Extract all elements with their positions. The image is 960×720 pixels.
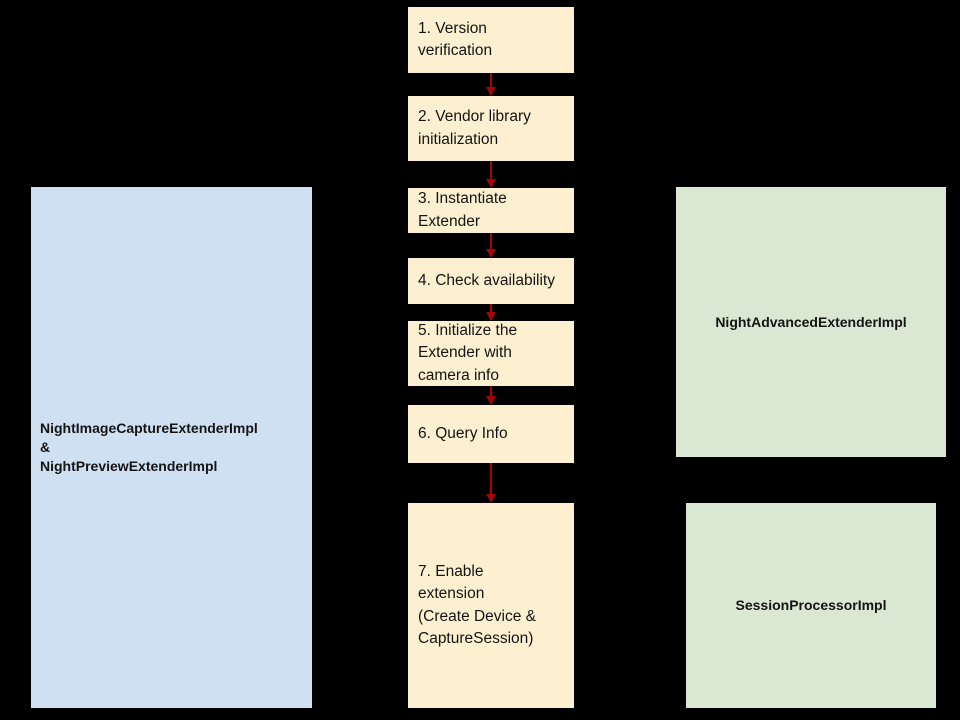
step-4-label: 4. Check availability [418, 271, 555, 289]
arrow-step4-to-step5 [490, 304, 492, 313]
basic-extender-impl-label: NightImageCaptureExtenderImpl & NightPre… [40, 420, 258, 474]
arrow-head-step5-to-step6 [486, 396, 496, 405]
session-processor-impl-box[interactable]: SessionProcessorImpl [686, 503, 936, 708]
arrow-step1-to-step2 [490, 73, 492, 89]
session-processor-impl-label: SessionProcessorImpl [735, 597, 887, 613]
step-3-label: 3. Instantiate Extender [418, 190, 507, 230]
basic-extender-impl-box[interactable]: NightImageCaptureExtenderImpl & NightPre… [31, 187, 312, 708]
step-6-label: 6. Query Info [418, 424, 508, 442]
step-2-label: 2. Vendor library initialization [418, 108, 531, 148]
arrow-head-step4-to-step5 [486, 312, 496, 321]
arrow-head-step2-to-step3 [486, 179, 496, 188]
arrow-step3-to-step4 [490, 233, 492, 249]
step-1-version-verification[interactable]: 1. Version verification [408, 7, 574, 73]
arrow-step5-to-step6 [490, 386, 492, 397]
arrow-step6-to-step7 [490, 463, 492, 495]
step-3-instantiate-extender[interactable]: 3. Instantiate Extender [408, 188, 574, 233]
step-7-enable-extension[interactable]: 7. Enable extension (Create Device & Cap… [408, 503, 574, 708]
step-5-label: 5. Initialize the Extender with camera i… [418, 321, 518, 384]
step-6-query-info[interactable]: 6. Query Info [408, 405, 574, 463]
advanced-extender-impl-label: NightAdvancedExtenderImpl [715, 313, 907, 330]
arrow-step2-to-step3 [490, 161, 492, 180]
step-7-label: 7. Enable extension (Create Device & Cap… [418, 562, 537, 648]
step-4-check-availability[interactable]: 4. Check availability [408, 258, 574, 304]
arrow-head-step1-to-step2 [486, 87, 496, 96]
advanced-extender-impl-box[interactable]: NightAdvancedExtenderImpl [676, 187, 946, 457]
step-1-label: 1. Version verification [418, 19, 493, 60]
step-2-vendor-library-initialization[interactable]: 2. Vendor library initialization [408, 96, 574, 161]
arrow-head-step3-to-step4 [486, 249, 496, 258]
arrow-head-step6-to-step7 [486, 494, 496, 503]
step-5-initialize-extender-with-camera-info[interactable]: 5. Initialize the Extender with camera i… [408, 321, 574, 386]
